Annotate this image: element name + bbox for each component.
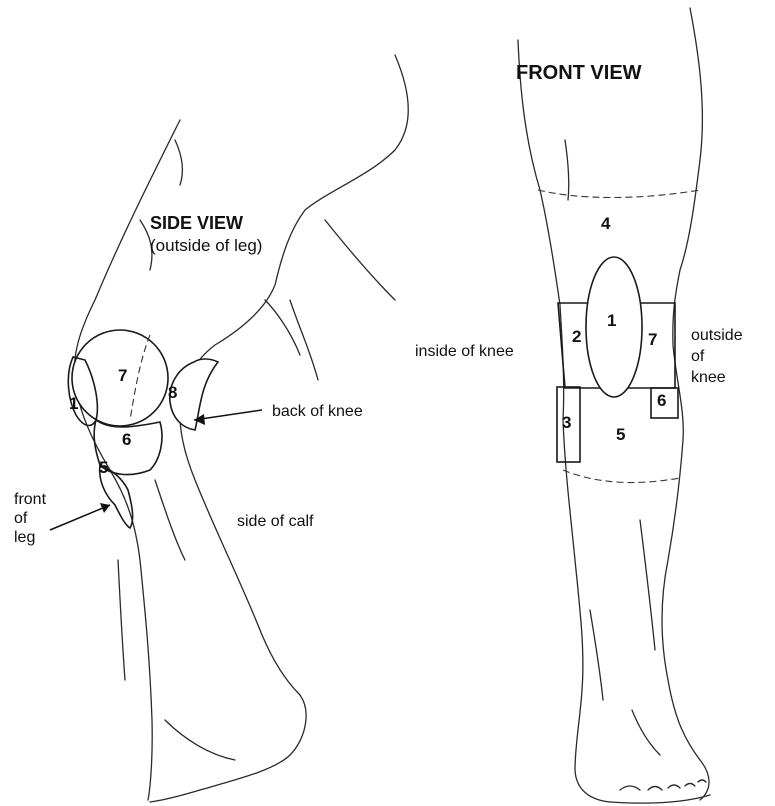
front-zone-3-label: 3 xyxy=(562,413,571,433)
front-zone-1-label: 1 xyxy=(607,311,616,331)
side-zone-8-label: 8 xyxy=(168,383,177,403)
side-view-title: SIDE VIEW xyxy=(150,214,243,233)
side-view-subtitle: (outside of leg) xyxy=(150,236,262,255)
front-view-title: FRONT VIEW xyxy=(516,64,642,83)
side-view-knee-zones xyxy=(68,330,218,528)
side-of-calf-label: side of calf xyxy=(237,512,313,531)
inside-of-knee-label: inside of knee xyxy=(415,342,514,361)
front-zone-2-label: 2 xyxy=(572,327,581,347)
side-zone-6-label: 6 xyxy=(122,430,131,450)
front-zone-7-label: 7 xyxy=(648,330,657,350)
side-zone-7-label: 7 xyxy=(118,366,127,386)
front-of-leg-label-line2: of xyxy=(14,509,27,528)
front-zone-4-label: 4 xyxy=(601,214,610,234)
front-view-leg-outline xyxy=(518,8,710,803)
back-of-knee-label: back of knee xyxy=(272,402,363,421)
front-of-leg-label-line1: front xyxy=(14,490,46,509)
front-zone-6-label: 6 xyxy=(657,391,666,411)
side-view-leg-outline xyxy=(74,55,408,802)
side-zone-1-label: 1 xyxy=(69,394,78,414)
front-zone-5-label: 5 xyxy=(616,425,625,445)
outside-of-knee-label-line1: outside xyxy=(691,326,743,345)
front-of-leg-label-line3: leg xyxy=(14,528,35,547)
side-view-arrows xyxy=(50,410,262,530)
outside-of-knee-label-line2: of xyxy=(691,347,704,366)
side-zone-5-label: 5 xyxy=(99,458,108,478)
outside-of-knee-label-line3: knee xyxy=(691,368,726,387)
